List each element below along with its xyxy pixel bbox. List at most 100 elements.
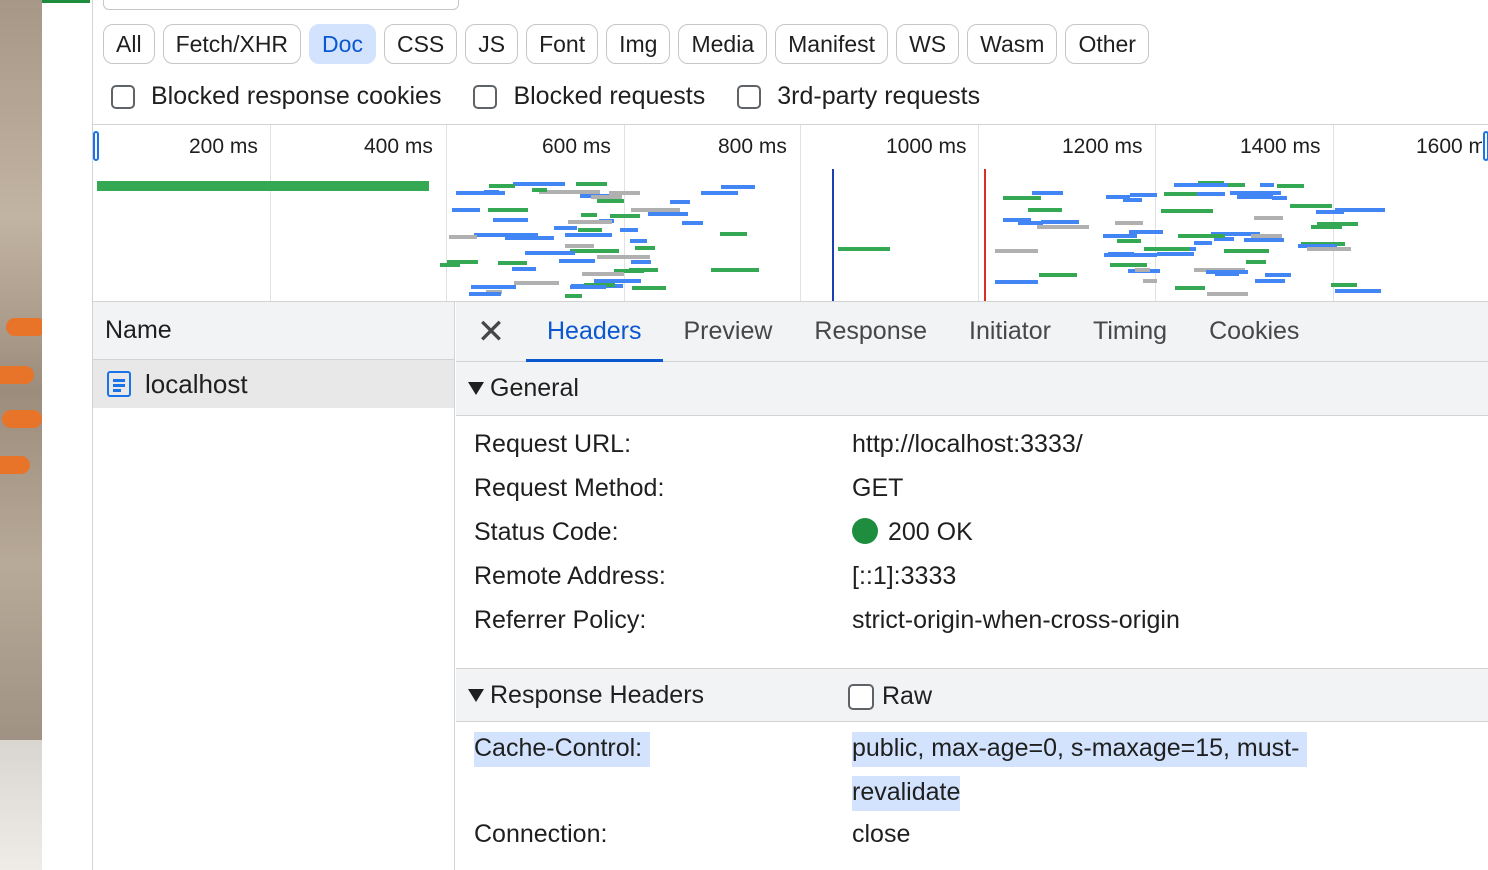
filter-other[interactable]: Other	[1065, 24, 1149, 64]
tab-initiator[interactable]: Initiator	[969, 317, 1051, 345]
raw-toggle[interactable]: Raw	[848, 682, 932, 711]
waterfall-bar	[838, 247, 890, 251]
waterfall-bar	[1330, 283, 1357, 288]
tab-response[interactable]: Response	[814, 317, 927, 345]
waterfall-bar	[630, 259, 651, 264]
waterfall-bar	[488, 208, 529, 212]
waterfall-bar	[1103, 253, 1158, 258]
document-request-bar	[97, 181, 429, 191]
filter-input[interactable]	[103, 0, 459, 10]
request-row[interactable]: localhost	[93, 360, 454, 408]
filter-font[interactable]: Font	[526, 24, 599, 64]
filter-css[interactable]: CSS	[383, 24, 458, 64]
waterfall-bar	[456, 190, 506, 195]
filter-wasm[interactable]: Wasm	[967, 24, 1058, 64]
filter-js[interactable]: JS	[465, 24, 519, 64]
blocked-requests-label: Blocked requests	[513, 82, 706, 110]
waterfall-bar	[1103, 234, 1137, 239]
waterfall-bar	[583, 283, 616, 288]
waterfall-bar	[620, 227, 638, 232]
waterfall-bar	[1250, 234, 1282, 239]
connection-value: close	[852, 820, 911, 848]
request-detail-pane: ✕ Headers Preview Response Initiator Tim…	[456, 302, 1488, 870]
waterfall-bar	[1290, 204, 1332, 209]
waterfall-bar	[1003, 196, 1041, 201]
timeline-right-handle[interactable]	[1483, 131, 1488, 161]
status-code-label: Status Code:	[474, 518, 619, 546]
waterfall-bar	[1036, 225, 1089, 230]
timeline-gridline	[1155, 125, 1156, 301]
filter-all[interactable]: All	[103, 24, 155, 64]
shoelace-shape	[6, 318, 42, 336]
waterfall-bar	[701, 190, 738, 195]
waterfall-bar	[569, 285, 606, 290]
waterfall-bar	[719, 231, 747, 236]
filter-fetch-xhr[interactable]: Fetch/XHR	[162, 24, 302, 64]
third-party-option[interactable]: 3rd-party requests	[737, 82, 980, 111]
tab-timing[interactable]: Timing	[1092, 317, 1168, 345]
blocked-requests-option[interactable]: Blocked requests	[473, 82, 705, 111]
blocked-cookies-option[interactable]: Blocked response cookies	[111, 82, 441, 111]
waterfall-bar	[1205, 269, 1248, 274]
waterfall-bar	[1255, 278, 1285, 283]
waterfall-bar	[1175, 286, 1205, 291]
shoelace-shape	[0, 366, 34, 384]
blocked-cookies-checkbox[interactable]	[111, 84, 135, 109]
filter-ws[interactable]: WS	[896, 24, 960, 64]
waterfall-bar	[493, 217, 529, 222]
devtools-network-panel: All Fetch/XHR Doc CSS JS Font Img Media …	[92, 0, 1488, 870]
waterfall-bar	[514, 280, 559, 285]
shoe-sole-shape	[0, 740, 42, 870]
waterfall-bar	[1032, 190, 1063, 195]
waterfall-bar	[564, 243, 594, 248]
filter-img[interactable]: Img	[606, 24, 671, 64]
tab-headers[interactable]: Headers	[526, 302, 663, 362]
waterfall-bar	[1017, 221, 1043, 226]
timeline-left-handle[interactable]	[93, 131, 99, 161]
page-accent-line	[42, 0, 90, 3]
waterfall-bar	[1128, 229, 1163, 234]
waterfall-bar	[994, 279, 1039, 284]
tab-cookies[interactable]: Cookies	[1209, 317, 1300, 345]
waterfall-bar	[670, 200, 690, 205]
timeline-gridline	[978, 125, 979, 301]
expand-triangle-icon	[468, 688, 484, 702]
filter-doc[interactable]: Doc	[309, 24, 376, 64]
waterfall-bar	[524, 250, 575, 255]
request-url-label: Request URL:	[474, 430, 632, 458]
waterfall-bar	[1122, 198, 1143, 203]
cache-control-value-line1: public, max-age=0, s-maxage=15, must-	[852, 732, 1308, 767]
general-section-header[interactable]: General	[456, 362, 1488, 416]
timeline-gridline	[446, 125, 447, 301]
waterfall-bar	[1334, 288, 1381, 293]
name-column-header[interactable]: Name	[93, 302, 454, 360]
waterfall-bar	[513, 181, 566, 186]
expand-triangle-icon	[468, 382, 484, 395]
filter-manifest[interactable]: Manifest	[775, 24, 889, 64]
waterfall-bar	[469, 291, 501, 296]
remote-address-value: [::1]:3333	[852, 562, 957, 590]
tab-preview[interactable]: Preview	[683, 317, 773, 345]
blocked-requests-checkbox[interactable]	[473, 84, 498, 109]
waterfall-bar	[1040, 219, 1080, 224]
response-headers-section-header[interactable]: Response Headers Raw	[456, 668, 1488, 722]
raw-checkbox[interactable]	[848, 683, 874, 710]
waterfall-bar	[720, 185, 756, 190]
waterfall-bar	[1143, 278, 1158, 283]
filter-media[interactable]: Media	[678, 24, 768, 64]
waterfall-bar	[591, 194, 623, 199]
timeline-tick-label: 1200 ms	[1062, 135, 1143, 158]
waterfall-bar	[631, 286, 666, 291]
waterfall-bar	[1185, 191, 1226, 196]
request-method-label: Request Method:	[474, 474, 665, 502]
referrer-policy-label: Referrer Policy:	[474, 606, 647, 634]
third-party-checkbox[interactable]	[737, 84, 762, 109]
load-event-marker	[984, 169, 986, 301]
response-headers-title: Response Headers	[490, 680, 705, 709]
waterfall-bar	[1110, 262, 1147, 267]
timeline-tick-label: 400 ms	[364, 135, 433, 158]
waterfall-bar	[565, 293, 583, 298]
close-icon[interactable]: ✕	[476, 312, 506, 351]
network-overview-timeline[interactable]: 200 ms 400 ms 600 ms 800 ms 1000 ms 1200…	[93, 124, 1488, 302]
timeline-gridline	[270, 125, 271, 301]
